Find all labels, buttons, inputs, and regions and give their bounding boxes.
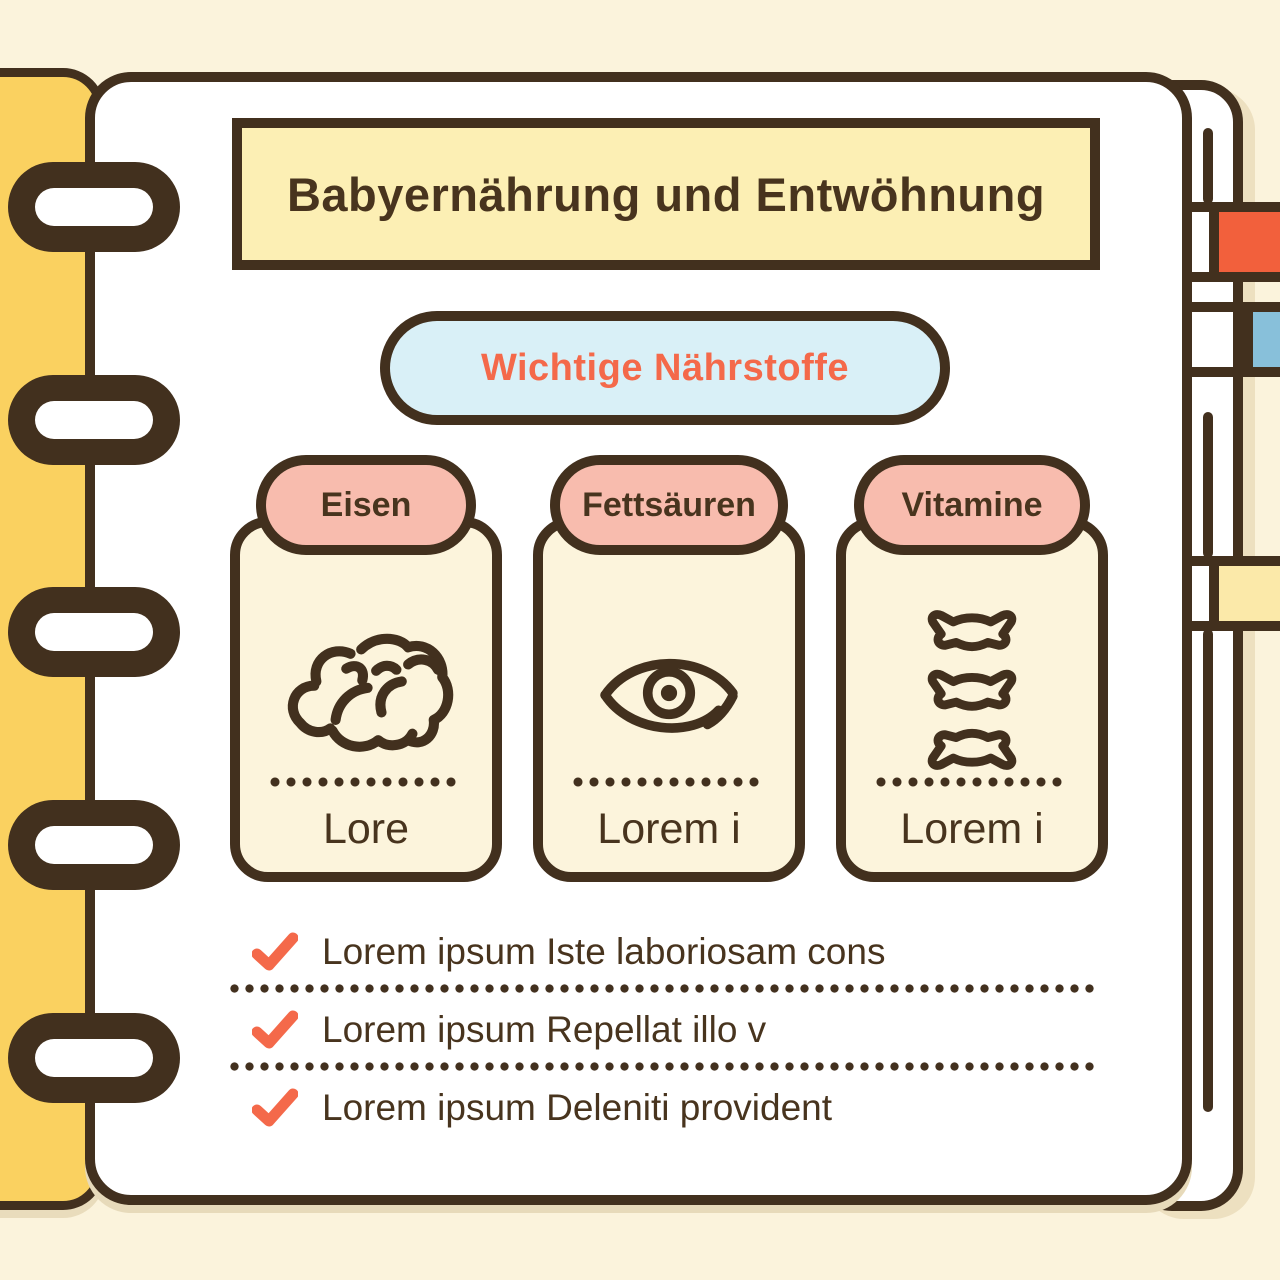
check-icon — [252, 1010, 298, 1049]
checklist-item: Lorem ipsum Deleniti provident — [252, 1082, 832, 1134]
dotted-divider — [876, 777, 1068, 787]
check-icon — [252, 932, 298, 971]
card-caption: Lorem i — [597, 805, 741, 853]
card-body: Lore — [230, 517, 502, 882]
page-edge-line — [1186, 202, 1280, 212]
card-caption: Lore — [322, 805, 410, 853]
card-body: Lorem i — [533, 517, 805, 882]
page-title: Babyernährung und Entwöhnung — [286, 167, 1046, 221]
page-edge-detail-line — [1203, 128, 1213, 204]
nutrient-card-fettsaeuren: Lorem i Fettsäuren — [533, 455, 805, 882]
checklist-item: Lorem ipsum Repellat illo v — [252, 1004, 766, 1056]
bookmark-tab-blue — [1243, 312, 1280, 367]
dotted-separator — [230, 1062, 1098, 1071]
card-caption: Lorem i — [900, 805, 1044, 853]
page-edge-detail-line — [1203, 412, 1213, 558]
page-edge-line — [1186, 272, 1280, 282]
dotted-separator — [230, 984, 1098, 993]
brain-icon — [240, 595, 492, 785]
card-body: Lorem i — [836, 517, 1108, 882]
card-label: Vitamine — [901, 485, 1043, 524]
ring-hole — [35, 826, 153, 864]
ring-hole — [35, 188, 153, 226]
card-label: Eisen — [320, 485, 412, 524]
title-banner: Babyernährung und Entwöhnung — [232, 118, 1100, 270]
dotted-divider — [270, 777, 462, 787]
card-label: Fettsäuren — [582, 485, 756, 524]
page-edge-line — [1186, 367, 1280, 377]
ring-hole — [35, 1039, 153, 1077]
card-header-pill: Vitamine — [854, 455, 1090, 555]
page-edge-line — [1186, 302, 1280, 312]
spine-icon — [846, 595, 1098, 785]
subtitle-pill: Wichtige Nährstoffe — [380, 311, 950, 425]
page-edge-line — [1186, 621, 1280, 631]
nutrient-card-vitamine: Lorem i Vitamine — [836, 455, 1108, 882]
check-icon — [252, 1088, 298, 1127]
nutrient-card-eisen: Lore Eisen — [230, 455, 502, 882]
page-edge-detail-line — [1203, 629, 1213, 1112]
ring-hole — [35, 613, 153, 651]
eye-icon — [543, 595, 795, 785]
dotted-divider — [573, 777, 765, 787]
checklist-item-text: Lorem ipsum Deleniti provident — [322, 1087, 833, 1128]
checklist-item-text: Lorem ipsum Iste laboriosam cons — [322, 931, 886, 972]
checklist-item: Lorem ipsum Iste laboriosam cons — [252, 926, 885, 978]
bookmark-tab-yellow — [1209, 566, 1280, 621]
card-header-pill: Fettsäuren — [550, 455, 788, 555]
binder-ring — [8, 162, 180, 252]
subtitle-text: Wichtige Nährstoffe — [480, 346, 850, 389]
ring-hole — [35, 401, 153, 439]
binder-ring — [8, 800, 180, 890]
binder-ring — [8, 1013, 180, 1103]
binder-ring — [8, 375, 180, 465]
card-header-pill: Eisen — [256, 455, 476, 555]
page-edge-line — [1186, 556, 1280, 566]
bookmark-tab-orange — [1209, 212, 1280, 272]
binder-ring — [8, 587, 180, 677]
checklist-item-text: Lorem ipsum Repellat illo v — [322, 1009, 767, 1050]
